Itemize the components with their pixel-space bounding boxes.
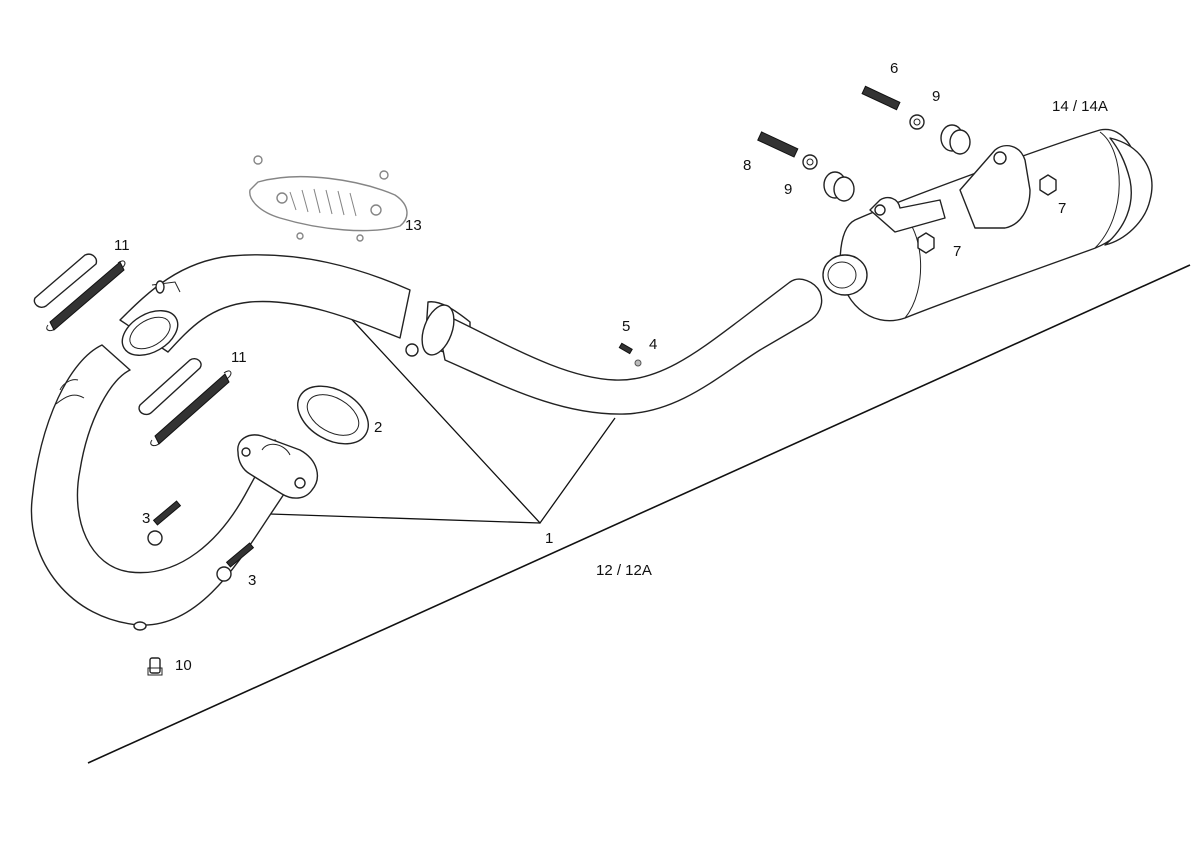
- muffler: [822, 128, 1153, 322]
- label-part-6: 6: [890, 60, 898, 77]
- gasket-ring: [297, 385, 369, 445]
- label-part-5: 5: [622, 318, 630, 335]
- label-part-9-upper: 9: [932, 88, 940, 105]
- spring-set-lower: [138, 358, 232, 447]
- label-part-3-upper: 3: [142, 510, 150, 527]
- label-part-8: 8: [743, 157, 751, 174]
- flange-bolts: [147, 500, 255, 582]
- label-part-11-lower: 11: [231, 349, 247, 366]
- heat-shield: [249, 155, 408, 242]
- part-labels: 1 2 3 3 4 5 6 7 7 8 9 9 10 11 11 12 / 12…: [114, 60, 1108, 674]
- part-1-leaders: [269, 311, 616, 525]
- label-part-10: 10: [175, 657, 192, 674]
- label-part-3-lower: 3: [248, 572, 256, 589]
- header-pipe: [30, 344, 319, 631]
- label-part-14: 14 / 14A: [1052, 98, 1108, 115]
- label-part-7-left: 7: [953, 243, 961, 260]
- label-part-2: 2: [374, 419, 382, 436]
- label-part-11-upper: 11: [114, 237, 130, 254]
- drain-bolt: [147, 657, 163, 676]
- label-part-12: 12 / 12A: [596, 562, 652, 579]
- label-part-4: 4: [649, 336, 657, 353]
- label-part-13: 13: [405, 217, 422, 234]
- mount-hardware: [757, 85, 971, 202]
- label-part-9-lower: 9: [784, 181, 792, 198]
- spring-set-upper: [33, 253, 126, 332]
- link-pipe: [405, 278, 823, 415]
- label-part-7-right: 7: [1058, 200, 1066, 217]
- label-part-1: 1: [545, 530, 553, 547]
- ground-line: [87, 264, 1191, 764]
- mid-pipe: [119, 254, 411, 356]
